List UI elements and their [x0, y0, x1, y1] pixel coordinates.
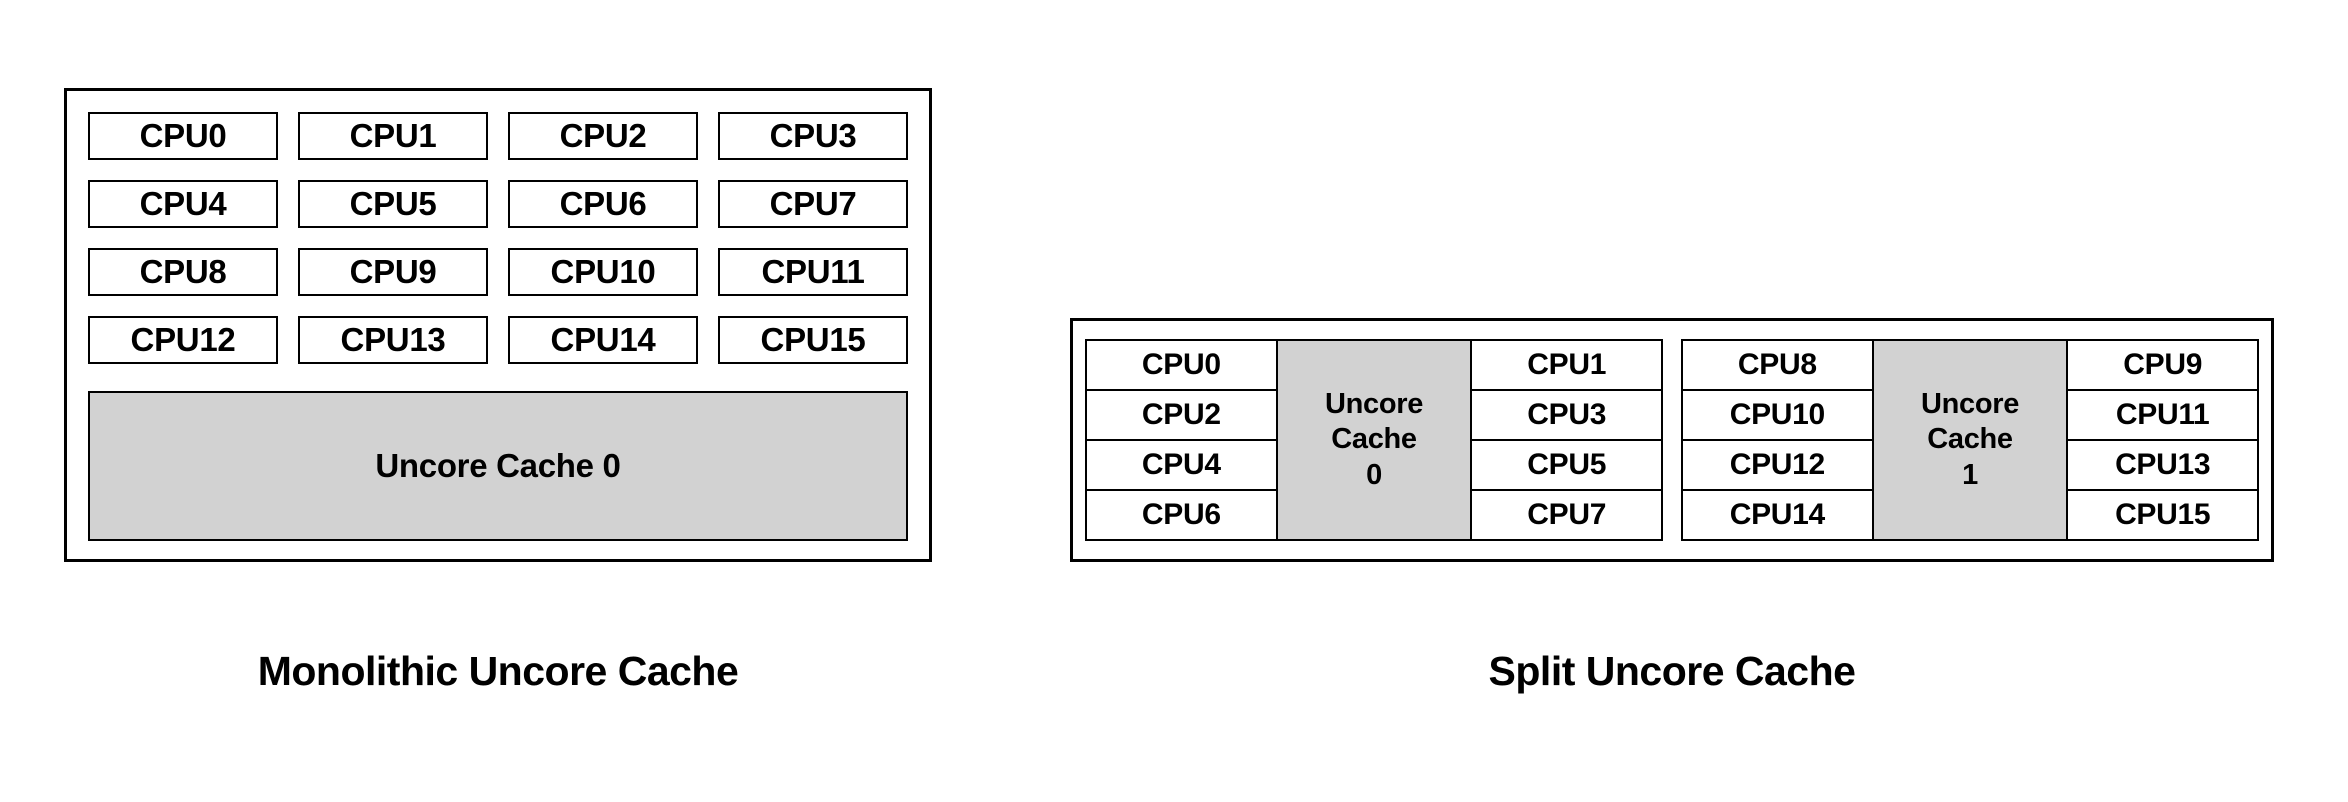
cpu-box-cpu8: CPU8	[1681, 339, 1874, 391]
cpu-box-cpu10: CPU10	[1681, 389, 1874, 441]
cpu-box-cpu9: CPU9	[298, 248, 488, 296]
cluster-1-right-cpu-column: CPU9 CPU11 CPU13 CPU15	[2066, 339, 2260, 541]
uncore-cache-1-line2: Cache	[1927, 423, 2013, 456]
cpu-box-cpu12: CPU12	[1681, 439, 1874, 491]
uncore-cache-1-line1: Uncore	[1920, 387, 2020, 420]
uncore-cache-0-block: Uncore Cache 0	[1275, 339, 1473, 541]
monolithic-diagram-caption: Monolithic Uncore Cache	[257, 648, 739, 694]
cpu-box-cpu8: CPU8	[88, 248, 278, 296]
uncore-cache-0-line2: Cache	[1331, 423, 1417, 456]
monolithic-cpu-grid: CPU0 CPU1 CPU2 CPU3 CPU4 CPU5 CPU6 CPU7 …	[88, 112, 908, 366]
cpu-box-cpu14: CPU14	[1681, 489, 1874, 541]
cpu-box-cpu12: CPU12	[88, 316, 278, 364]
uncore-cache-0-line3: 0	[1366, 458, 1382, 491]
uncore-cache-1-block: Uncore Cache 1	[1871, 339, 2069, 541]
cpu-box-cpu4: CPU4	[88, 180, 278, 228]
cpu-box-cpu11: CPU11	[718, 248, 908, 296]
cluster-0: CPU0 CPU2 CPU4 CPU6 Uncore Cache 0 CPU1 …	[1085, 339, 1664, 541]
cpu-box-cpu11: CPU11	[2066, 389, 2260, 441]
cpu-box-cpu5: CPU5	[1470, 439, 1664, 491]
cpu-box-cpu14: CPU14	[508, 316, 698, 364]
cpu-box-cpu0: CPU0	[88, 112, 278, 160]
uncore-cache-1-line3: 1	[1962, 458, 1978, 491]
cpu-box-cpu13: CPU13	[298, 316, 488, 364]
cpu-box-cpu2: CPU2	[1085, 389, 1278, 441]
monolithic-uncore-cache-diagram: CPU0 CPU1 CPU2 CPU3 CPU4 CPU5 CPU6 CPU7 …	[64, 88, 932, 562]
cpu-box-cpu1: CPU1	[1470, 339, 1664, 391]
cluster-0-right-cpu-column: CPU1 CPU3 CPU5 CPU7	[1470, 339, 1664, 541]
cluster-1-left-cpu-column: CPU8 CPU10 CPU12 CPU14	[1681, 339, 1874, 541]
cluster-0-left-cpu-column: CPU0 CPU2 CPU4 CPU6	[1085, 339, 1278, 541]
cpu-box-cpu6: CPU6	[508, 180, 698, 228]
cpu-box-cpu7: CPU7	[1470, 489, 1664, 541]
cpu-box-cpu3: CPU3	[1470, 389, 1664, 441]
cpu-box-cpu15: CPU15	[2066, 489, 2260, 541]
uncore-cache-0-line1: Uncore	[1324, 387, 1424, 420]
cpu-box-cpu15: CPU15	[718, 316, 908, 364]
cpu-box-cpu3: CPU3	[718, 112, 908, 160]
cpu-box-cpu2: CPU2	[508, 112, 698, 160]
cpu-box-cpu5: CPU5	[298, 180, 488, 228]
split-cluster-container: CPU0 CPU2 CPU4 CPU6 Uncore Cache 0 CPU1 …	[1085, 339, 2260, 541]
split-diagram-caption: Split Uncore Cache	[1488, 648, 1856, 694]
cpu-box-cpu7: CPU7	[718, 180, 908, 228]
split-uncore-cache-diagram: CPU0 CPU2 CPU4 CPU6 Uncore Cache 0 CPU1 …	[1070, 318, 2274, 562]
cluster-1: CPU8 CPU10 CPU12 CPU14 Uncore Cache 1 CP…	[1681, 339, 2260, 541]
cpu-box-cpu4: CPU4	[1085, 439, 1278, 491]
cpu-box-cpu0: CPU0	[1085, 339, 1278, 391]
cpu-box-cpu13: CPU13	[2066, 439, 2260, 491]
cpu-box-cpu1: CPU1	[298, 112, 488, 160]
cpu-box-cpu10: CPU10	[508, 248, 698, 296]
cpu-box-cpu9: CPU9	[2066, 339, 2260, 391]
cpu-box-cpu6: CPU6	[1085, 489, 1278, 541]
uncore-cache-0-block: Uncore Cache 0	[88, 391, 908, 541]
